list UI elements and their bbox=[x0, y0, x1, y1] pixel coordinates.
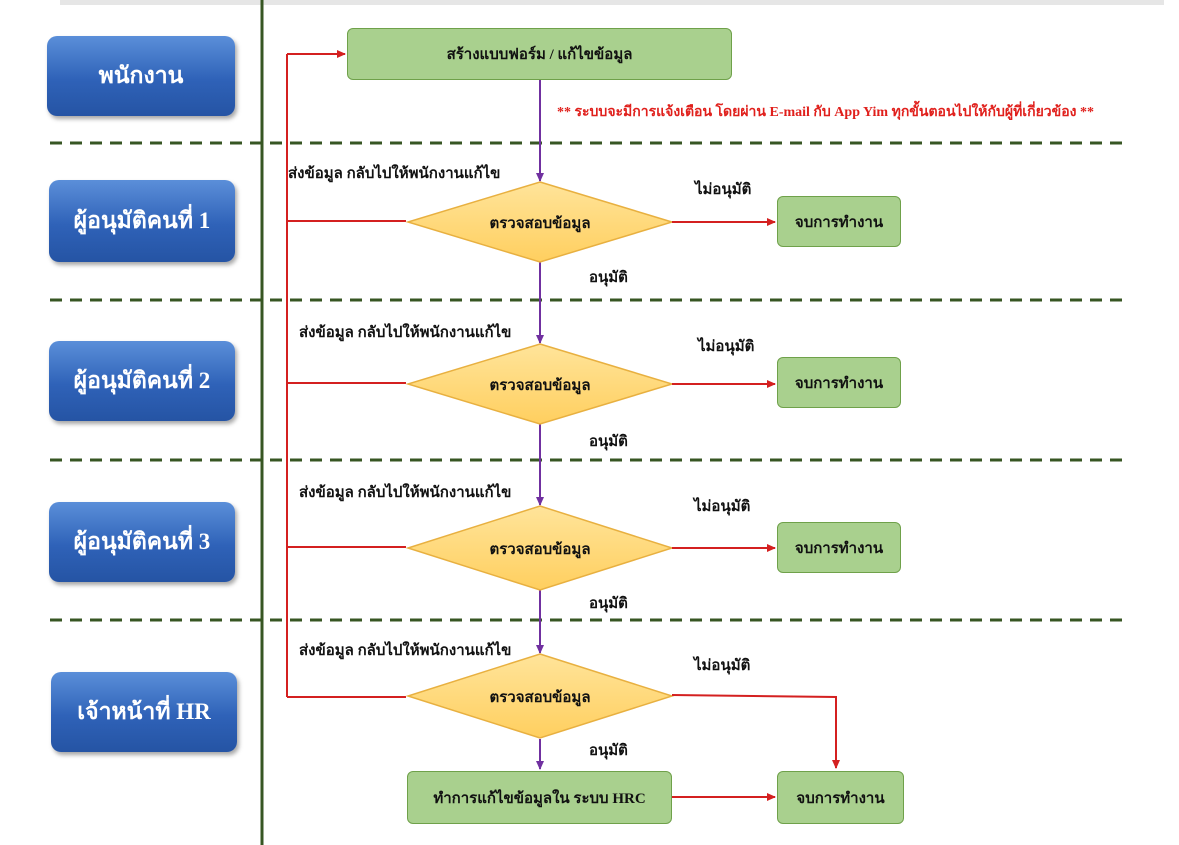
return-label: ส่งข้อมูล กลับไปให้พนักงานแก้ไข bbox=[299, 643, 512, 659]
role-approver-3: ผู้อนุมัติคนที่ 3 bbox=[49, 502, 235, 582]
reject-label: ไม่อนุมัติ bbox=[694, 658, 751, 674]
create-form-box: สร้างแบบฟอร์ม / แก้ไขข้อมูล bbox=[347, 28, 732, 80]
reject-label: ไม่อนุมัติ bbox=[695, 182, 752, 198]
approve-label: อนุมัติ bbox=[589, 270, 628, 286]
top-border bbox=[60, 0, 1164, 5]
hrc-update-box: ทำการแก้ไขข้อมูลใน ระบบ HRC bbox=[407, 771, 672, 824]
end-box: จบการทำงาน bbox=[777, 196, 901, 247]
reject-label: ไม่อนุมัติ bbox=[694, 499, 751, 515]
return-label: ส่งข้อมูล กลับไปให้พนักงานแก้ไข bbox=[288, 166, 501, 182]
decision-label: ตรวจสอบข้อมูล bbox=[489, 690, 591, 706]
role-hr-officer: เจ้าหน้าที่ HR bbox=[51, 672, 237, 752]
role-approver-2: ผู้อนุมัติคนที่ 2 bbox=[49, 341, 235, 421]
decision-label: ตรวจสอบข้อมูล bbox=[489, 216, 591, 232]
return-label: ส่งข้อมูล กลับไปให้พนักงานแก้ไข bbox=[299, 485, 512, 501]
final-end-box: จบการทำงาน bbox=[777, 771, 904, 824]
decision-diamond bbox=[405, 343, 675, 425]
role-approver-1: ผู้อนุมัติคนที่ 1 bbox=[49, 180, 235, 262]
approve-label: อนุมัติ bbox=[589, 743, 628, 759]
notification-notice: ** ระบบจะมีการแจ้งเตือน โดยผ่าน E-mail ก… bbox=[557, 105, 1094, 120]
decision-diamond bbox=[405, 181, 675, 263]
decision-diamond bbox=[405, 653, 675, 739]
end-box: จบการทำงาน bbox=[777, 522, 901, 573]
decision-diamond bbox=[405, 505, 675, 591]
approve-label: อนุมัติ bbox=[589, 596, 628, 612]
reject-arrow bbox=[671, 694, 840, 769]
role-employee: พนักงาน bbox=[47, 36, 235, 116]
decision-label: ตรวจสอบข้อมูล bbox=[489, 542, 591, 558]
decision-label: ตรวจสอบข้อมูล bbox=[489, 378, 591, 394]
approve-label: อนุมัติ bbox=[589, 434, 628, 450]
return-label: ส่งข้อมูล กลับไปให้พนักงานแก้ไข bbox=[299, 325, 512, 341]
reject-label: ไม่อนุมัติ bbox=[698, 339, 755, 355]
end-box: จบการทำงาน bbox=[777, 357, 901, 408]
